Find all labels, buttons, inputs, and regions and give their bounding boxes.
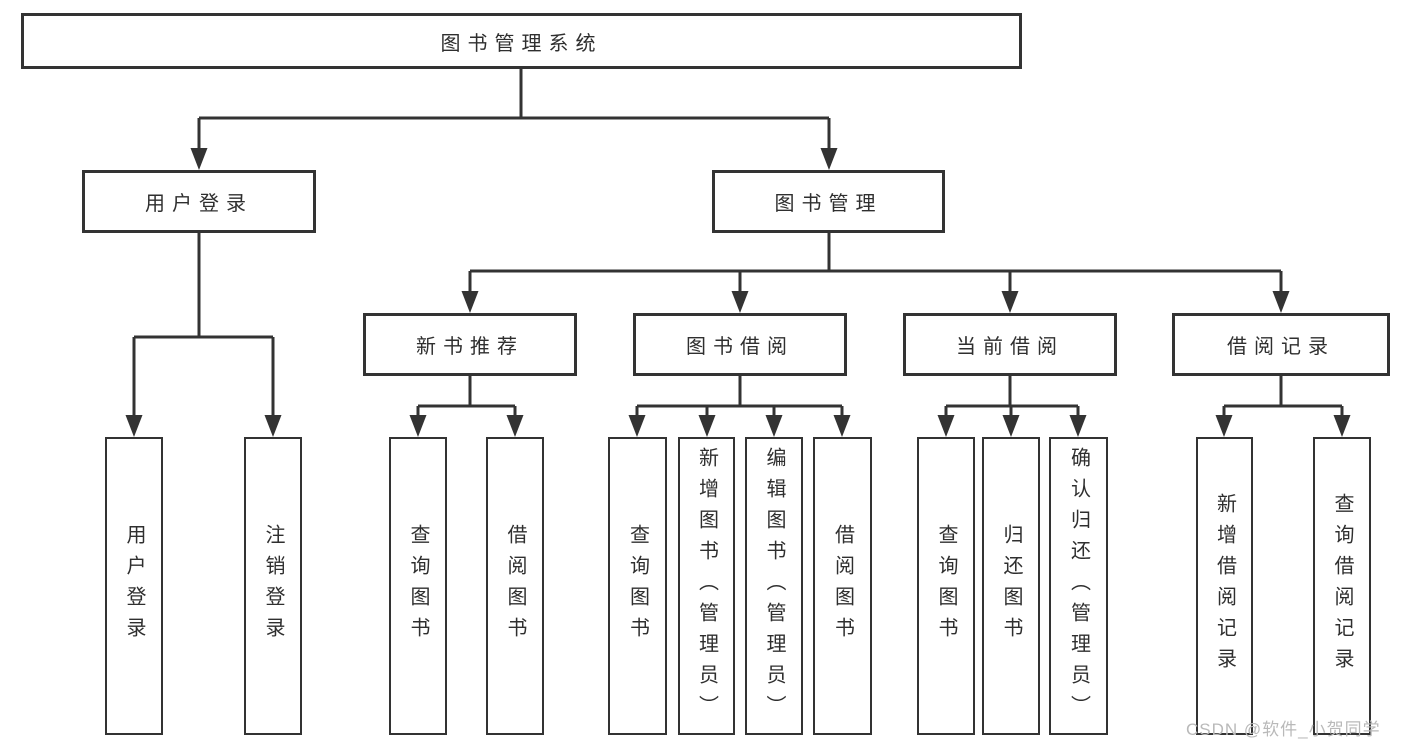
arrowheads-level3 (461, 291, 1290, 313)
node-book-management-label: 图书管理 (774, 193, 883, 215)
connector-user-login-branch (132, 233, 275, 417)
node-br-query-record: 查询借阅记录 (1313, 437, 1371, 735)
arrow-down-icon (1333, 415, 1351, 437)
watermark: CSDN @软件_小贺同学 (1186, 720, 1381, 739)
arrowheads-current-borrow (937, 415, 1087, 437)
node-library-management-system: 图书管理系统 (21, 13, 1022, 69)
node-logout-action: 注销登录 (244, 437, 302, 735)
node-bb-query-books: 查询图书 (608, 437, 667, 735)
connector-book-mgmt-branch (468, 233, 1283, 293)
node-cb-return-books-label: 归还图书 (1000, 524, 1022, 648)
node-br-add-record: 新增借阅记录 (1196, 437, 1253, 735)
arrow-down-icon (1272, 291, 1290, 313)
node-library-management-system-label: 图书管理系统 (440, 32, 603, 55)
node-current-borrow-label: 当前借阅 (956, 336, 1064, 358)
node-new-book-recommend: 新书推荐 (363, 313, 577, 376)
node-cb-query-books-label: 查询图书 (935, 524, 957, 648)
arrow-down-icon (731, 291, 749, 313)
node-nb-borrow-books-label: 借阅图书 (504, 524, 526, 648)
node-bb-edit-books-admin: 编辑图书（管理员） (745, 437, 803, 735)
node-cb-confirm-return-admin: 确认归还（管理员） (1049, 437, 1108, 735)
node-book-borrow: 图书借阅 (633, 313, 847, 376)
node-nb-query-books-label: 查询图书 (407, 524, 429, 648)
arrow-down-icon (833, 415, 851, 437)
arrow-down-icon (1215, 415, 1233, 437)
node-bb-query-books-label: 查询图书 (626, 524, 649, 648)
arrow-down-icon (820, 148, 838, 170)
arrow-down-icon (125, 415, 143, 437)
arrowheads-new-book (409, 415, 524, 437)
node-br-query-record-label: 查询借阅记录 (1331, 493, 1353, 679)
arrowheads-book-borrow (628, 415, 851, 437)
node-bb-edit-books-admin-label: 编辑图书（管理员） (763, 446, 785, 726)
node-new-book-recommend-label: 新书推荐 (416, 336, 524, 358)
node-bb-add-books-admin-label: 新增图书（管理员） (695, 446, 718, 726)
node-user-login: 用户登录 (82, 170, 316, 233)
arrowheads-user-login (125, 415, 282, 437)
node-user-login-action-label: 用户登录 (123, 524, 145, 648)
node-user-login-label: 用户登录 (145, 193, 253, 215)
node-borrow-record-label: 借阅记录 (1227, 336, 1335, 358)
node-nb-query-books: 查询图书 (389, 437, 447, 735)
arrow-down-icon (1069, 415, 1087, 437)
arrow-down-icon (461, 291, 479, 313)
node-book-borrow-label: 图书借阅 (686, 336, 794, 358)
connector-book-borrow-branch (635, 376, 844, 417)
node-nb-borrow-books: 借阅图书 (486, 437, 544, 735)
node-cb-confirm-return-admin-label: 确认归还（管理员） (1067, 446, 1090, 726)
arrow-down-icon (190, 148, 208, 170)
connector-current-borrow-branch (944, 376, 1080, 417)
node-borrow-record: 借阅记录 (1172, 313, 1390, 376)
node-br-add-record-label: 新增借阅记录 (1213, 493, 1236, 679)
arrowheads-level2 (190, 148, 838, 170)
arrow-down-icon (698, 415, 716, 437)
arrowheads-borrow-record (1215, 415, 1351, 437)
node-book-management: 图书管理 (712, 170, 945, 233)
node-bb-add-books-admin: 新增图书（管理员） (678, 437, 735, 735)
connector-borrow-record-branch (1222, 376, 1344, 417)
connector-new-book-branch (416, 376, 517, 417)
arrow-down-icon (765, 415, 783, 437)
node-cb-query-books: 查询图书 (917, 437, 975, 735)
arrow-down-icon (506, 415, 524, 437)
connector-root-to-level2 (197, 69, 831, 150)
node-bb-borrow-books: 借阅图书 (813, 437, 872, 735)
arrow-down-icon (628, 415, 646, 437)
node-current-borrow: 当前借阅 (903, 313, 1117, 376)
node-logout-action-label: 注销登录 (262, 524, 284, 648)
node-user-login-action: 用户登录 (105, 437, 163, 735)
arrow-down-icon (264, 415, 282, 437)
node-bb-borrow-books-label: 借阅图书 (831, 524, 854, 648)
node-cb-return-books: 归还图书 (982, 437, 1040, 735)
arrow-down-icon (1002, 415, 1020, 437)
arrow-down-icon (937, 415, 955, 437)
arrow-down-icon (409, 415, 427, 437)
arrow-down-icon (1001, 291, 1019, 313)
